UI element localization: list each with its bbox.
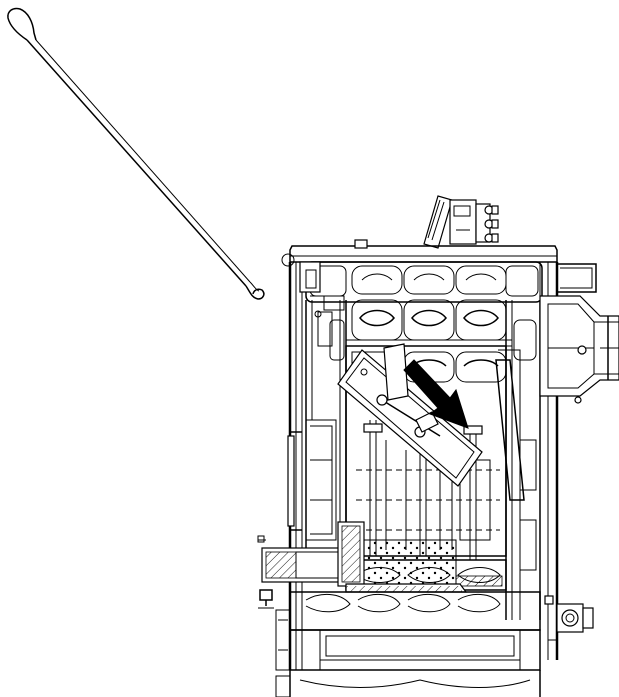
right-water-jacket [495, 300, 541, 620]
boiler-base [275, 591, 541, 697]
tilted-cover-plate [337, 343, 483, 487]
drain-valve [544, 595, 594, 641]
cleaning-tool [7, 7, 265, 300]
left-flange [299, 261, 345, 311]
boiler-body [257, 195, 619, 697]
second-tube-bank [346, 299, 512, 347]
tool-shaft [26, 39, 247, 287]
control-unit [423, 195, 499, 249]
tool-shaft-inner [35, 39, 251, 283]
burner-unit [257, 521, 468, 609]
flue-outlet [539, 263, 619, 404]
direction-arrow [403, 359, 469, 429]
top-cover [289, 245, 558, 263]
side-door-handle [287, 419, 337, 541]
tool-handle-loop [7, 7, 37, 41]
left-water-jacket [305, 300, 347, 560]
